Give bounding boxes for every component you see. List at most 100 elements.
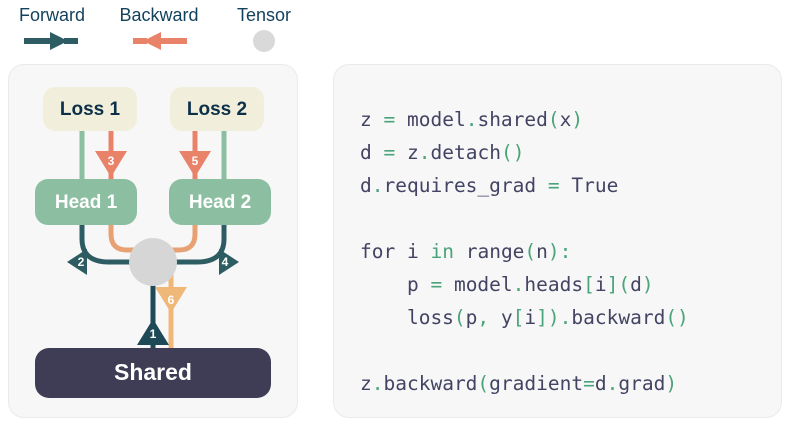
code-token: ]( (606, 273, 631, 296)
edge-head2-tensor (164, 224, 198, 253)
code-token (395, 108, 407, 131)
code-token: = (430, 273, 443, 296)
code-token: True (571, 174, 619, 197)
code-token: () (500, 141, 525, 164)
code-token: x (559, 108, 572, 131)
legend-item-backward: Backward (104, 4, 214, 52)
code-block[interactable]: z = model.shared(x) d = z.detach() d.req… (360, 103, 689, 400)
code-token: [ (512, 306, 525, 329)
arrowhead-step-3 (95, 151, 127, 177)
code-token: . (371, 372, 384, 395)
code-token: i (594, 273, 607, 296)
node-loss1-label: Loss 1 (60, 99, 121, 120)
legend-item-forward: Forward (4, 4, 100, 52)
code-token: d (360, 141, 372, 164)
code-token: ) (641, 273, 654, 296)
legend-label-tensor: Tensor (236, 5, 292, 25)
circle-icon (222, 30, 306, 52)
code-token: model (453, 273, 513, 296)
node-head2-label: Head 2 (189, 192, 251, 213)
code-token: = (383, 141, 396, 164)
code-token: in (430, 240, 454, 263)
code-token: range (465, 240, 525, 263)
code-token: = (583, 372, 595, 395)
code-token: for (360, 240, 396, 263)
code-token: . (465, 108, 478, 131)
code-token: y (500, 306, 513, 329)
code-token: z (407, 141, 419, 164)
code-token: ) (665, 372, 678, 395)
arrow-left-icon (104, 30, 214, 52)
code-token (419, 273, 431, 296)
code-token (372, 108, 384, 131)
code-token (454, 240, 466, 263)
code-token (560, 174, 572, 197)
node-shared-label: Shared (114, 359, 192, 385)
code-token: z (360, 372, 372, 395)
arrowhead-step-5 (179, 151, 211, 177)
arrowhead-step-1 (137, 319, 169, 345)
computation-graph: 2 4 1 6 3 5 Loss 1 Loss 2 Head 1 Head 2 … (35, 87, 271, 398)
code-token: model (407, 108, 466, 131)
node-head2[interactable]: Head 2 (169, 179, 271, 225)
edge-head1-tensor (108, 224, 142, 253)
code-token: ( (524, 240, 537, 263)
legend-label-backward: Backward (119, 5, 199, 25)
step-number-3: 3 (108, 154, 115, 168)
node-loss2-label: Loss 2 (187, 99, 247, 120)
code-token (395, 240, 407, 263)
code-token (442, 273, 454, 296)
code-token (372, 141, 384, 164)
step-number-4: 4 (222, 255, 229, 269)
node-loss1[interactable]: Loss 1 (43, 87, 137, 131)
legend-item-tensor: Tensor (222, 4, 306, 52)
legend: Forward Backward Tensor (0, 0, 320, 58)
tensor-node[interactable] (129, 238, 177, 286)
step-number-5: 5 (192, 154, 199, 168)
code-token: backward (571, 306, 666, 329)
code-token: detach (430, 141, 501, 164)
code-panel: z = model.shared(x) d = z.detach() d.req… (333, 64, 782, 418)
legend-label-forward: Forward (18, 5, 85, 25)
node-shared[interactable]: Shared (35, 348, 271, 398)
code-token: [ (583, 273, 595, 296)
code-token: heads (524, 273, 584, 296)
code-token: ): (547, 240, 572, 263)
code-token: = (383, 108, 396, 131)
code-token: d (360, 174, 372, 197)
code-token: () (665, 306, 689, 329)
node-head1-label: Head 1 (55, 192, 118, 213)
code-token: , (477, 306, 501, 329)
code-token: ]) (536, 306, 560, 329)
code-token: shared (477, 108, 548, 131)
code-token: . (559, 306, 572, 329)
code-token: requires_grad (383, 174, 537, 197)
arrow-right-icon (4, 30, 100, 52)
edge-tensor-head1 (79, 224, 153, 265)
step-number-6: 6 (168, 293, 175, 307)
code-token: loss (360, 306, 454, 329)
arrowhead-step-6 (155, 287, 187, 313)
code-token: . (418, 141, 431, 164)
code-token: . (371, 174, 384, 197)
code-token: ( (477, 372, 490, 395)
code-token (419, 240, 431, 263)
code-token: . (606, 372, 619, 395)
code-token: . (512, 273, 525, 296)
code-token: ) (571, 108, 584, 131)
code-token: backward (383, 372, 478, 395)
code-token: z (360, 108, 372, 131)
edge-tensor-head2 (153, 224, 227, 265)
arrowhead-step-4 (219, 249, 239, 275)
code-token: ( (547, 108, 560, 131)
step-number-1: 1 (150, 327, 157, 341)
node-loss2[interactable]: Loss 2 (170, 87, 264, 131)
code-token: = (547, 174, 560, 197)
arrowhead-step-2 (67, 249, 87, 275)
node-head1[interactable]: Head 1 (35, 179, 137, 225)
code-token: p (465, 306, 478, 329)
code-token: i (406, 240, 419, 263)
code-token: grad (618, 372, 666, 395)
diagram-panel: 2 4 1 6 3 5 Loss 1 Loss 2 Head 1 Head 2 … (8, 64, 298, 418)
code-token: d (594, 372, 607, 395)
